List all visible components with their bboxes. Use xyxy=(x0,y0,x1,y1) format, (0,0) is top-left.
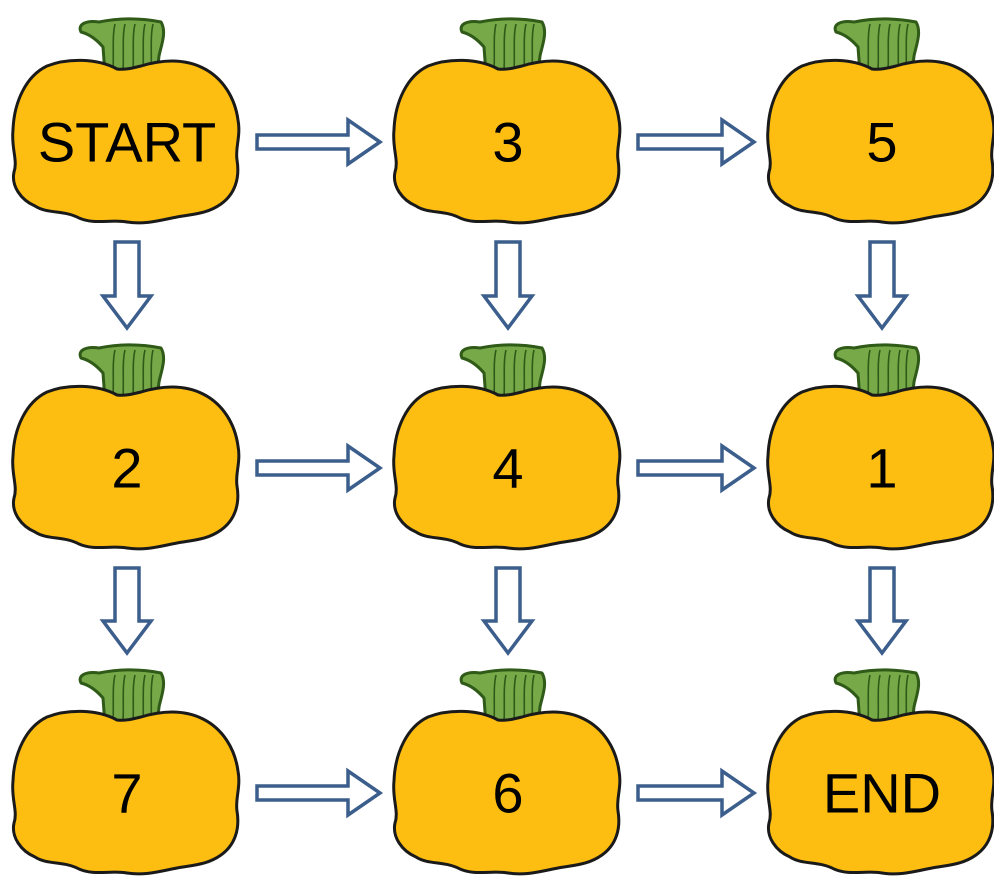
pumpkin-node-n20: 7 xyxy=(11,668,241,876)
arrow-right-icon xyxy=(255,767,384,819)
pumpkin-label: 6 xyxy=(492,762,523,825)
pumpkin-node-n02: 5 xyxy=(766,17,994,225)
pumpkin-body-icon xyxy=(11,384,241,551)
pumpkin-body-icon xyxy=(392,384,622,551)
pumpkin-node-n22: END xyxy=(766,668,994,876)
pumpkin-label: 1 xyxy=(866,437,897,500)
pumpkin-body-icon xyxy=(392,709,622,876)
pumpkin-label: 7 xyxy=(111,762,142,825)
pumpkin-body-icon xyxy=(766,709,994,876)
pumpkin-label: END xyxy=(823,762,941,825)
pumpkin-label: 3 xyxy=(492,111,523,174)
pumpkin-label: 4 xyxy=(492,437,523,500)
arrow-right-icon xyxy=(255,442,384,494)
pumpkin-node-n21: 6 xyxy=(392,668,622,876)
pumpkin-body-icon xyxy=(392,58,622,225)
pumpkin-label: 5 xyxy=(866,111,897,174)
pumpkin-label: 2 xyxy=(111,437,142,500)
pumpkin-body-icon xyxy=(11,58,241,225)
arrow-right-icon xyxy=(255,116,384,168)
pumpkin-node-n00: START xyxy=(11,17,241,225)
arrow-down-icon xyxy=(99,566,155,656)
arrow-down-icon xyxy=(854,566,910,656)
arrow-right-icon xyxy=(636,767,758,819)
arrow-right-icon xyxy=(636,116,758,168)
arrow-down-icon xyxy=(99,240,155,331)
pumpkin-node-n10: 2 xyxy=(11,343,241,551)
pumpkin-body-icon xyxy=(11,709,241,876)
arrows-layer xyxy=(99,116,910,819)
pumpkin-body-icon xyxy=(766,58,994,225)
arrow-down-icon xyxy=(480,240,536,331)
pumpkin-node-n12: 1 xyxy=(766,343,994,551)
arrow-down-icon xyxy=(854,240,910,331)
arrow-down-icon xyxy=(480,566,536,656)
pumpkin-label: START xyxy=(38,111,216,174)
pumpkins-layer: START 3 5 2 4 1 7 6 END xyxy=(11,17,994,876)
arrow-right-icon xyxy=(636,442,758,494)
pumpkin-node-n01: 3 xyxy=(392,17,622,225)
pumpkin-node-n11: 4 xyxy=(392,343,622,551)
pumpkin-body-icon xyxy=(766,384,994,551)
